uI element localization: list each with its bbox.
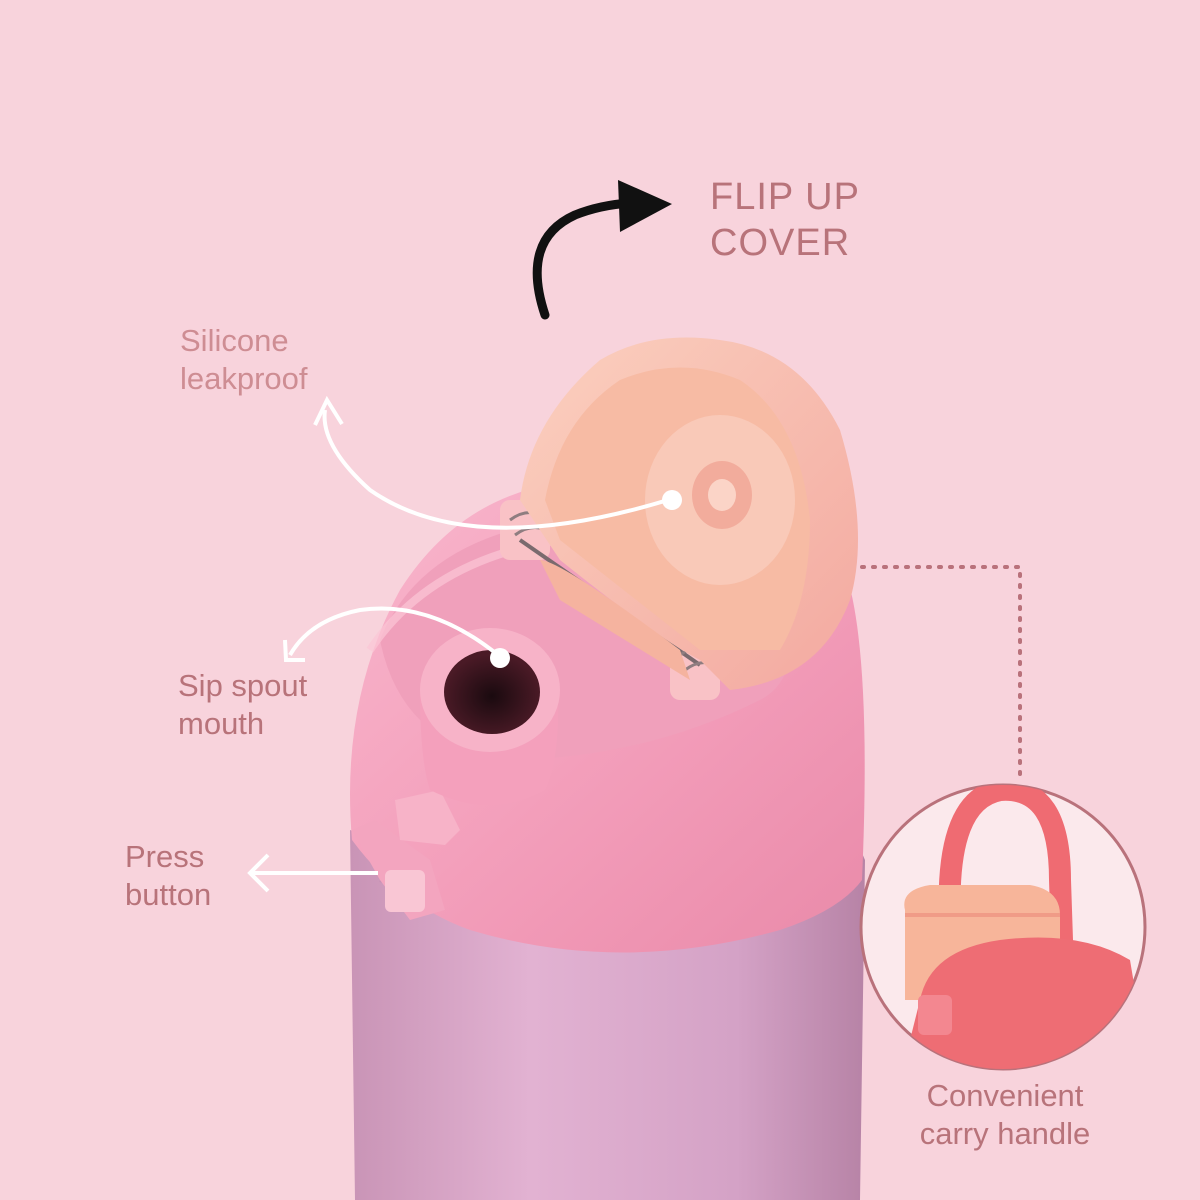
pointer-dot [490, 648, 510, 668]
flip-up-cover-label: FLIP UP COVER [710, 176, 860, 264]
curved-pointer-arrow-icon [322, 409, 669, 530]
dotted-connector [860, 565, 1022, 777]
handle-inset [859, 783, 1147, 1071]
pointer-head [283, 639, 305, 662]
left-arrow-icon [247, 853, 378, 893]
silicone-leakproof-label: Silicone leakproof [180, 323, 308, 396]
curved-pointer-arrow-icon [288, 606, 500, 657]
sip-spout-illustration [420, 628, 560, 805]
press-button-illustration [352, 790, 460, 920]
sip-spout-mouth-label: Sip spout mouth [178, 668, 308, 741]
curved-arrow-icon [532, 198, 635, 320]
curved-arrow-head [618, 180, 672, 232]
pointer-head [313, 395, 344, 426]
press-button-label: Press button [125, 839, 212, 912]
convenient-carry-handle-label: Convenient carry handle [919, 1078, 1091, 1151]
pointer-dot [662, 490, 682, 510]
flip-cover-illustration [520, 337, 858, 690]
